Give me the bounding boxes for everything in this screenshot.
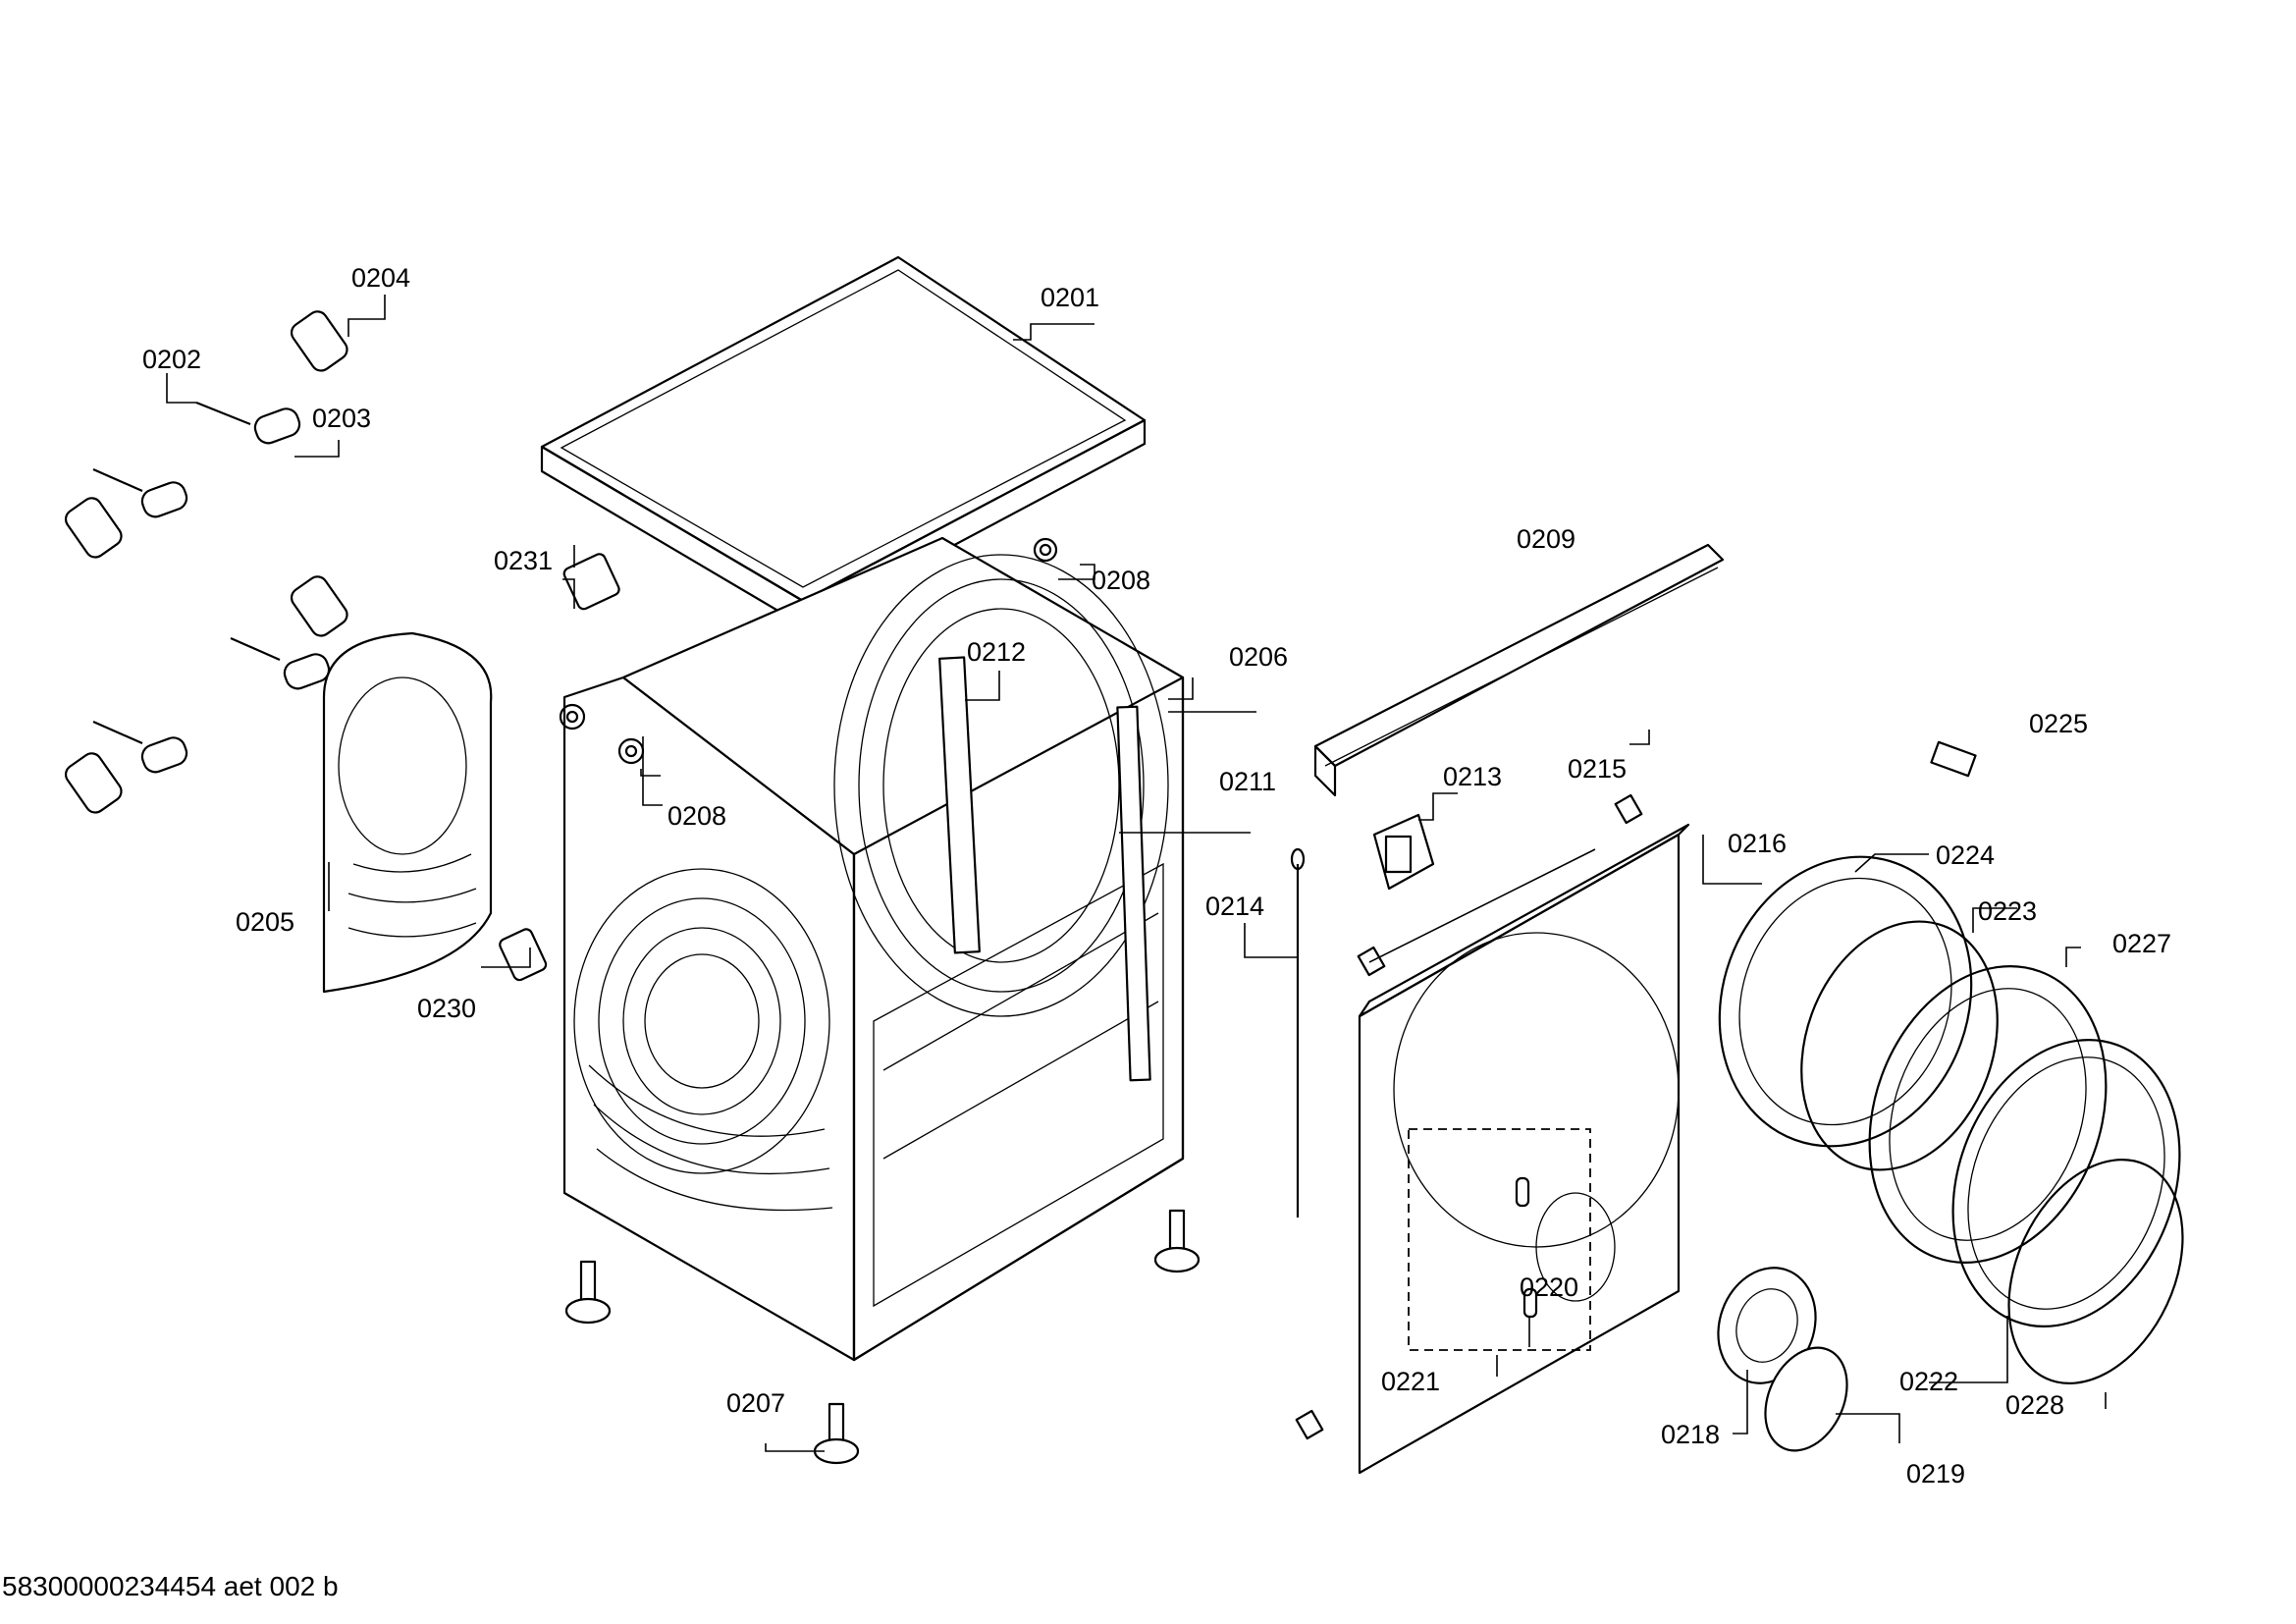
label-0231: 0231: [494, 546, 553, 575]
label-0207: 0207: [726, 1388, 785, 1418]
label-0211: 0211: [1219, 767, 1276, 796]
label-0213: 0213: [1443, 762, 1502, 791]
label-0219: 0219: [1906, 1459, 1965, 1489]
part-0213-module: [1372, 813, 1435, 891]
label-0218: 0218: [1661, 1420, 1720, 1449]
label-0214: 0214: [1205, 892, 1264, 921]
label-0202: 0202: [142, 345, 201, 374]
label-0201: 0201: [1041, 283, 1099, 312]
label-0221: 0221: [1381, 1367, 1440, 1396]
part-small-fixtures: [64, 310, 1977, 1465]
label-0203: 0203: [312, 404, 371, 433]
label-0224: 0224: [1936, 840, 1995, 870]
label-0208-top: 0208: [1092, 566, 1150, 595]
label-0204: 0204: [351, 263, 410, 293]
drawing-code: 58300000234454 aet 002 b: [2, 1571, 339, 1601]
part-0205-rear-panel: [322, 631, 493, 994]
part-door-rings: [1718, 855, 2184, 1384]
part-0209-top-rail: [1313, 543, 1725, 797]
part-0216-front-panel: [1358, 823, 1690, 1475]
label-0222: 0222: [1899, 1367, 1958, 1396]
label-0227: 0227: [2112, 929, 2171, 958]
label-0223: 0223: [1978, 896, 2037, 926]
label-0225: 0225: [2029, 709, 2088, 738]
label-0230: 0230: [417, 994, 476, 1023]
label-0209: 0209: [1517, 524, 1575, 554]
label-0208-left: 0208: [667, 801, 726, 831]
part-0214-rod: [1290, 847, 1306, 1218]
part-0206-cabinet: [559, 536, 1185, 1362]
label-0215: 0215: [1568, 754, 1627, 784]
label-0205: 0205: [236, 907, 294, 937]
leader-lines: [166, 295, 2107, 1452]
part-0201-top-cover: [540, 255, 1147, 627]
label-0220: 0220: [1520, 1272, 1578, 1302]
label-0206: 0206: [1229, 642, 1288, 672]
part-labels: 0201 0202 0203 0204 0205 0206 0207 0208 …: [142, 263, 2171, 1489]
label-0228: 0228: [2005, 1390, 2064, 1420]
label-0212: 0212: [967, 637, 1026, 667]
part-0218-0219: [1717, 1267, 1848, 1452]
label-0216: 0216: [1728, 829, 1787, 858]
